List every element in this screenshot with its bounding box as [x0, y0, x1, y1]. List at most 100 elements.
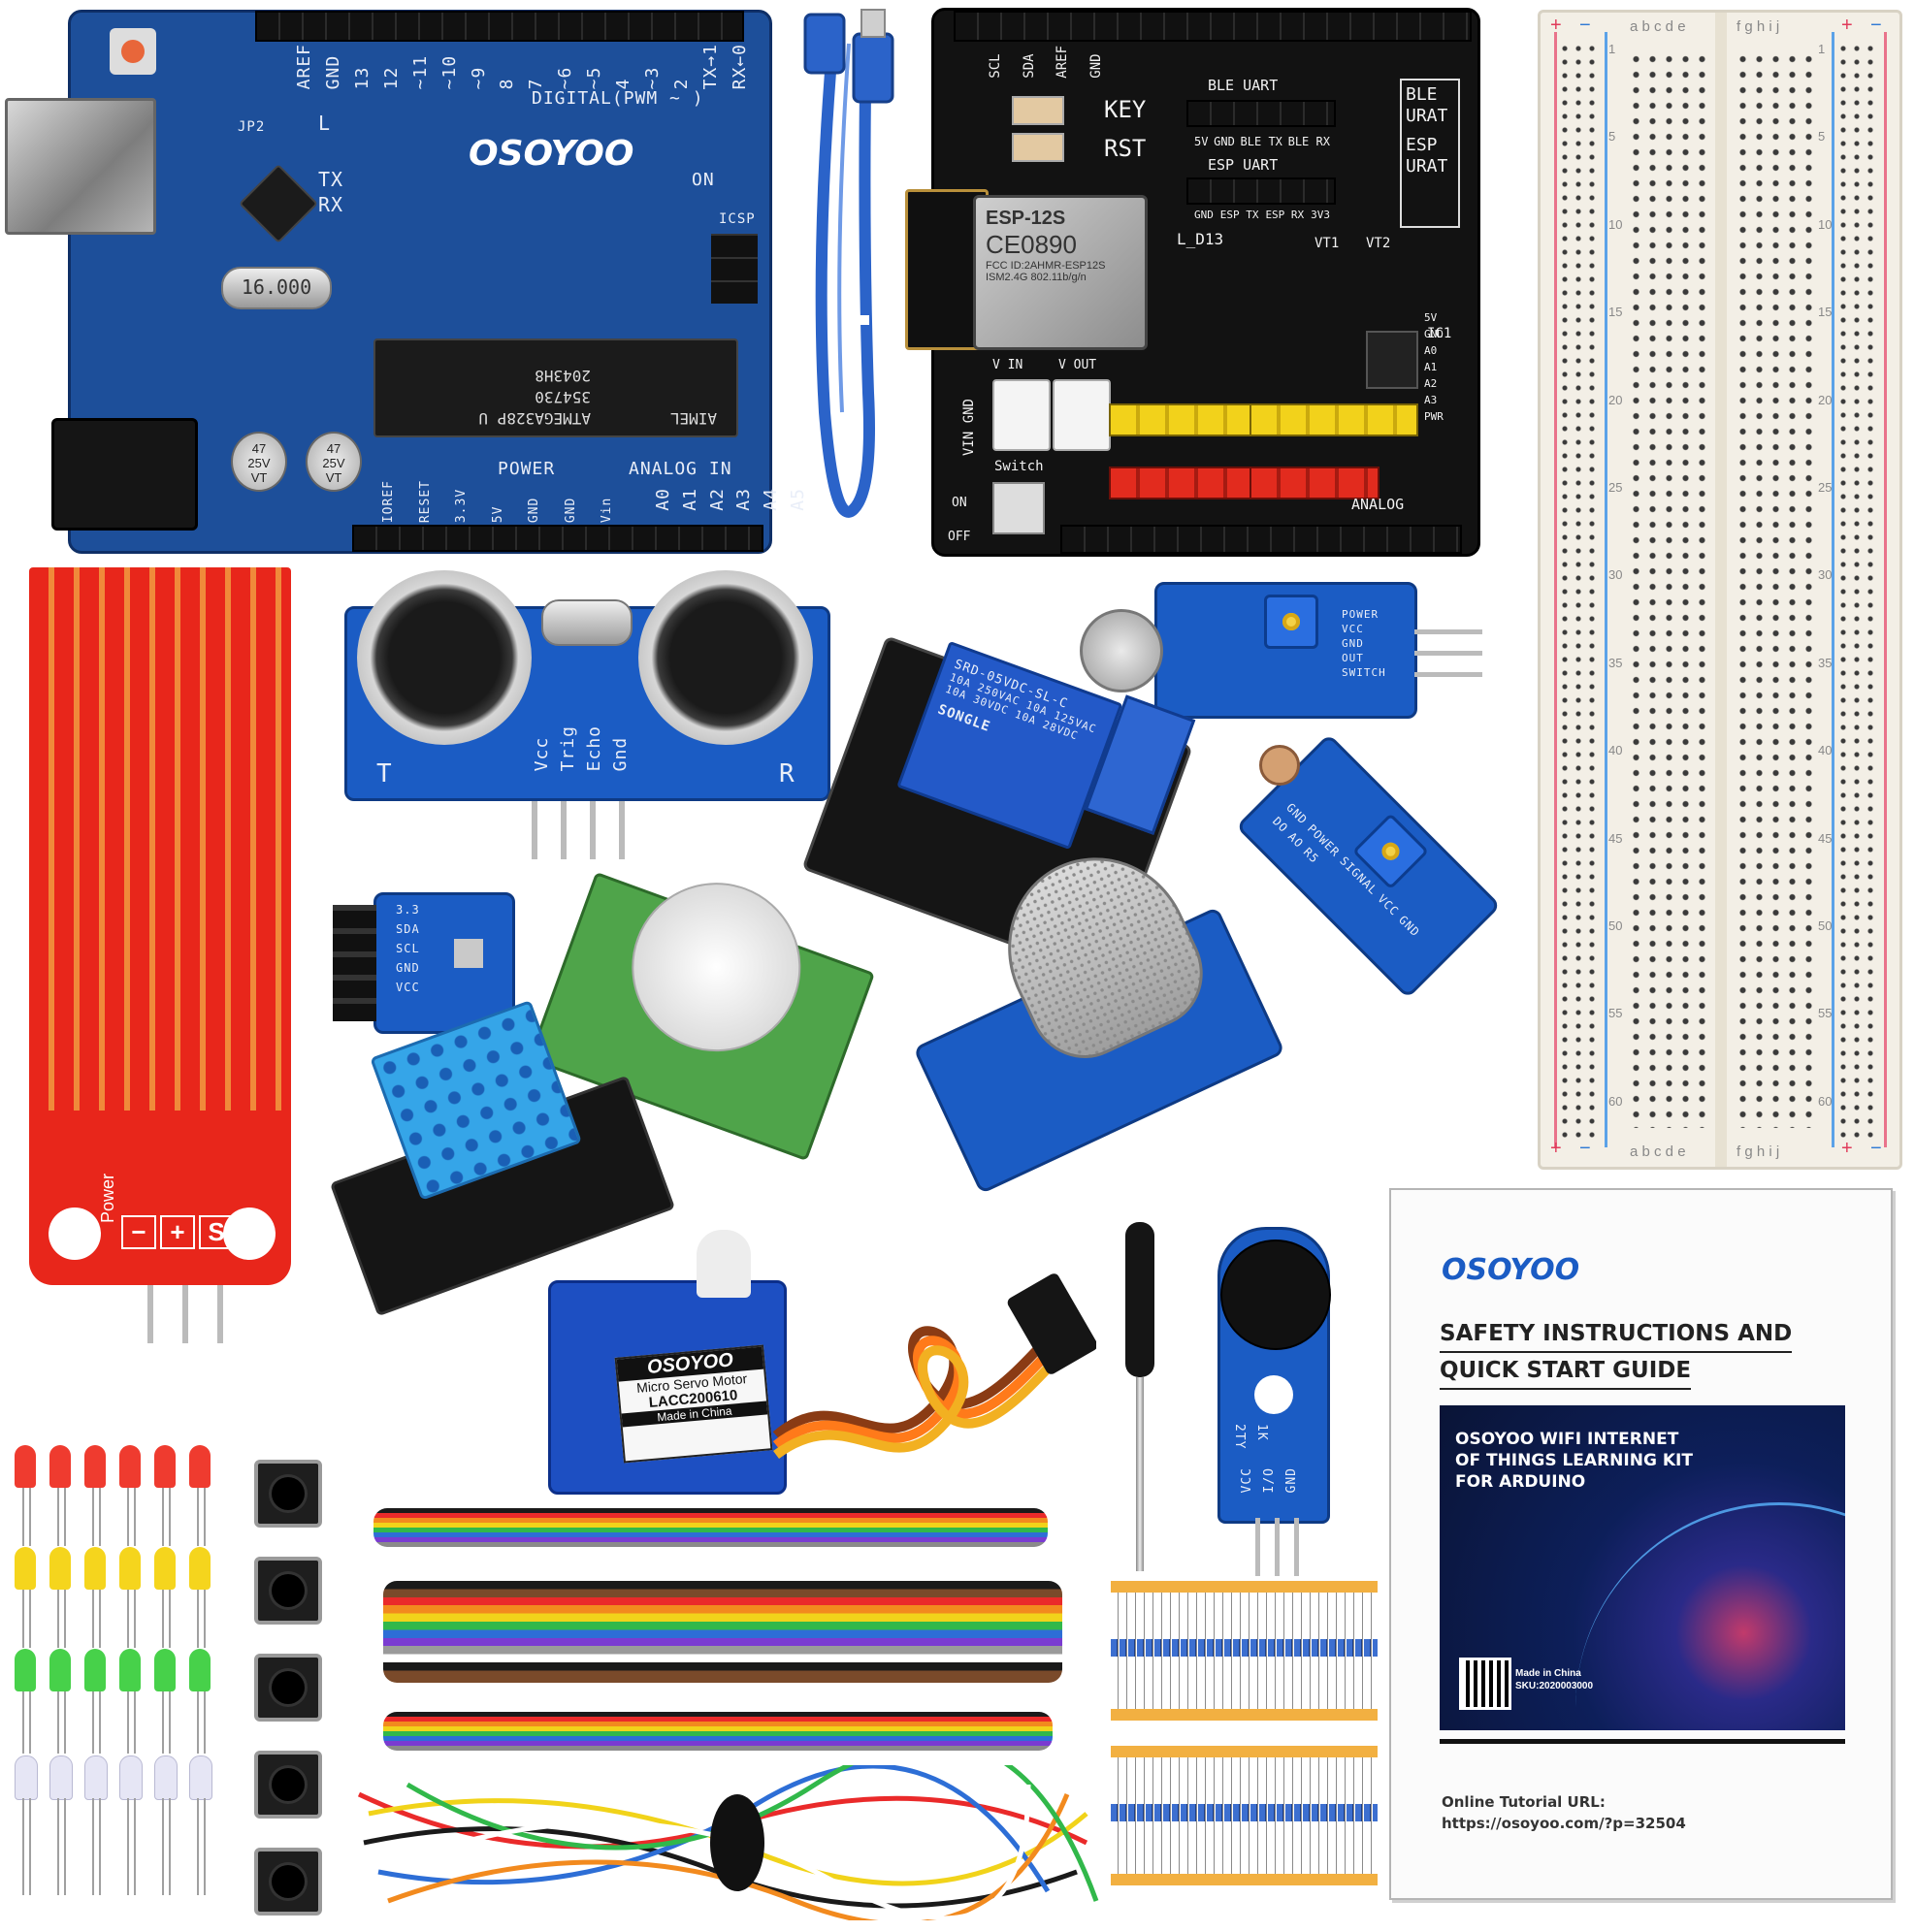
tape-top — [1111, 1581, 1378, 1593]
usb-port — [5, 98, 156, 235]
esp-module: ESP-12S CE0890 FCC ID:2AHMR-ESP12S ISM2.… — [973, 195, 1148, 350]
pin-label: S — [199, 1215, 234, 1249]
resistor-strip — [1111, 1746, 1378, 1891]
header-pins — [134, 1285, 241, 1343]
pin-label: TX→1 — [699, 44, 721, 90]
pin-label: IOREF — [381, 480, 396, 524]
right-box: BLE URAT ESP URAT — [1400, 79, 1460, 228]
rst-switch — [1012, 133, 1064, 162]
servo-label: OSOYOO Micro Servo Motor LACC200610 Made… — [614, 1344, 773, 1464]
row-number: 1 — [1818, 42, 1826, 56]
switch-label: Switch — [994, 459, 1044, 474]
led-white — [189, 1755, 212, 1800]
row-number: 55 — [1818, 1006, 1833, 1021]
url-text: https://osoyoo.com/?p=32504 — [1442, 1815, 1686, 1832]
on-label: ON — [952, 496, 967, 510]
microphone — [1080, 609, 1163, 692]
jumper-wires-mm — [383, 1712, 1053, 1751]
jumper-wires-long — [383, 1581, 1062, 1683]
jp2-label: JP2 — [238, 119, 266, 135]
minus-label: − — [1870, 1138, 1882, 1159]
cover-rule — [1440, 1739, 1845, 1744]
header-pins — [522, 801, 638, 859]
row-number: 50 — [1818, 918, 1833, 934]
row-number: 5 — [1608, 129, 1616, 145]
rail-right — [1836, 42, 1881, 1138]
plus-label: + — [1841, 1138, 1853, 1159]
led-white — [154, 1755, 178, 1800]
off-label: OFF — [948, 530, 971, 544]
row-number: 40 — [1818, 743, 1833, 758]
qr-code — [1459, 1658, 1511, 1710]
crystal-label: 16.000 — [241, 275, 312, 299]
vt2-label: VT2 — [1366, 236, 1391, 251]
cover-line: FOR ARDUINO — [1455, 1472, 1586, 1492]
cover-title: OSOYOO WIFI INTERNET OF THINGS LEARNING … — [1455, 1429, 1693, 1493]
uart-col-label: 5V — [1194, 135, 1209, 148]
buzzer-labels: 2TY 1K — [1232, 1424, 1269, 1449]
uart-col-label: BLE RX — [1287, 135, 1330, 148]
wifi-shield: SCL SDA AREF GND KEY RST BLE UART 5V GND… — [905, 8, 1480, 557]
center-channel — [1715, 13, 1727, 1167]
ldr — [1259, 745, 1300, 786]
transducer-r — [638, 570, 813, 745]
uart-col-label: GND — [1214, 135, 1235, 148]
resistor-strip — [1111, 1581, 1378, 1726]
pin-label: RESET — [417, 480, 433, 524]
atmega-chip: AIMEL ATMEGA328P U 354730 2043H8 — [373, 338, 738, 437]
guide-url: Online Tutorial URL: https://osoyoo.com/… — [1442, 1791, 1686, 1834]
plus-label: + — [1550, 1138, 1562, 1159]
side-label: A2 — [1424, 377, 1438, 390]
light-label: R5 — [1300, 845, 1322, 866]
side-label: 5V — [1424, 311, 1438, 324]
potentiometer — [1264, 595, 1318, 649]
jumper-wire-bundle — [357, 1765, 1099, 1920]
pin-label: ~10 — [438, 54, 460, 90]
guide-logo: OSOYOO — [1442, 1253, 1580, 1287]
sound-label: POWER — [1342, 608, 1379, 621]
capacitor: 47 25V VT — [231, 432, 287, 492]
pin-label: SCL — [988, 53, 1003, 79]
pir-dome — [607, 858, 825, 1076]
side-label: GND — [1424, 328, 1444, 340]
led-red — [154, 1445, 176, 1488]
ble-urat-label: BLE URAT — [1406, 84, 1448, 126]
pin-label: A2 — [706, 488, 728, 511]
ic1-label: IC1 — [1427, 326, 1452, 341]
pin-label: ~11 — [409, 54, 431, 90]
led-green — [119, 1649, 141, 1691]
row-number: 30 — [1818, 567, 1833, 583]
jst-connector — [1053, 379, 1111, 451]
servo-cable — [772, 1273, 1096, 1460]
led-yellow — [84, 1547, 106, 1590]
cap-text: 47 — [251, 441, 267, 456]
pin-label: AREF — [1055, 46, 1071, 79]
push-button — [254, 1654, 322, 1722]
led-red — [84, 1445, 106, 1488]
pin-label: A1 — [679, 488, 700, 511]
buzzer-pins — [1250, 1518, 1308, 1576]
light-label: VCC — [1375, 891, 1402, 918]
push-button — [254, 1751, 322, 1819]
crystal: 16.000 — [221, 267, 332, 309]
mount-hole — [49, 1208, 101, 1260]
esp-pins: GND ESP TX ESP RX 3V3 — [1194, 209, 1330, 221]
pin-label: 2 — [670, 78, 692, 90]
row-number: 60 — [1818, 1093, 1833, 1109]
cols-right-label: f g h i j — [1736, 1143, 1780, 1160]
led-white — [15, 1755, 38, 1800]
row-number: 10 — [1608, 216, 1623, 232]
push-button — [254, 1848, 322, 1916]
row-number: 20 — [1608, 392, 1623, 407]
sku: SKU:2020003000 — [1515, 1681, 1594, 1691]
pin-label: A3 — [733, 488, 755, 511]
buzzer-module: 2TY 1K VCC I/O GND — [1217, 1227, 1331, 1524]
buzzer-label: GND — [1284, 1467, 1299, 1494]
uart-col-label: BLE TX — [1240, 135, 1282, 148]
ultrasonic-sensor: T R Vcc Trig Echo Gnd — [344, 570, 830, 859]
push-button — [254, 1460, 322, 1528]
cap-text: 25V — [322, 456, 345, 470]
sound-label: VCC — [1342, 623, 1364, 635]
buzzer-label: 2TY — [1232, 1424, 1247, 1450]
water-sensor: Power − + S — [29, 567, 291, 1343]
